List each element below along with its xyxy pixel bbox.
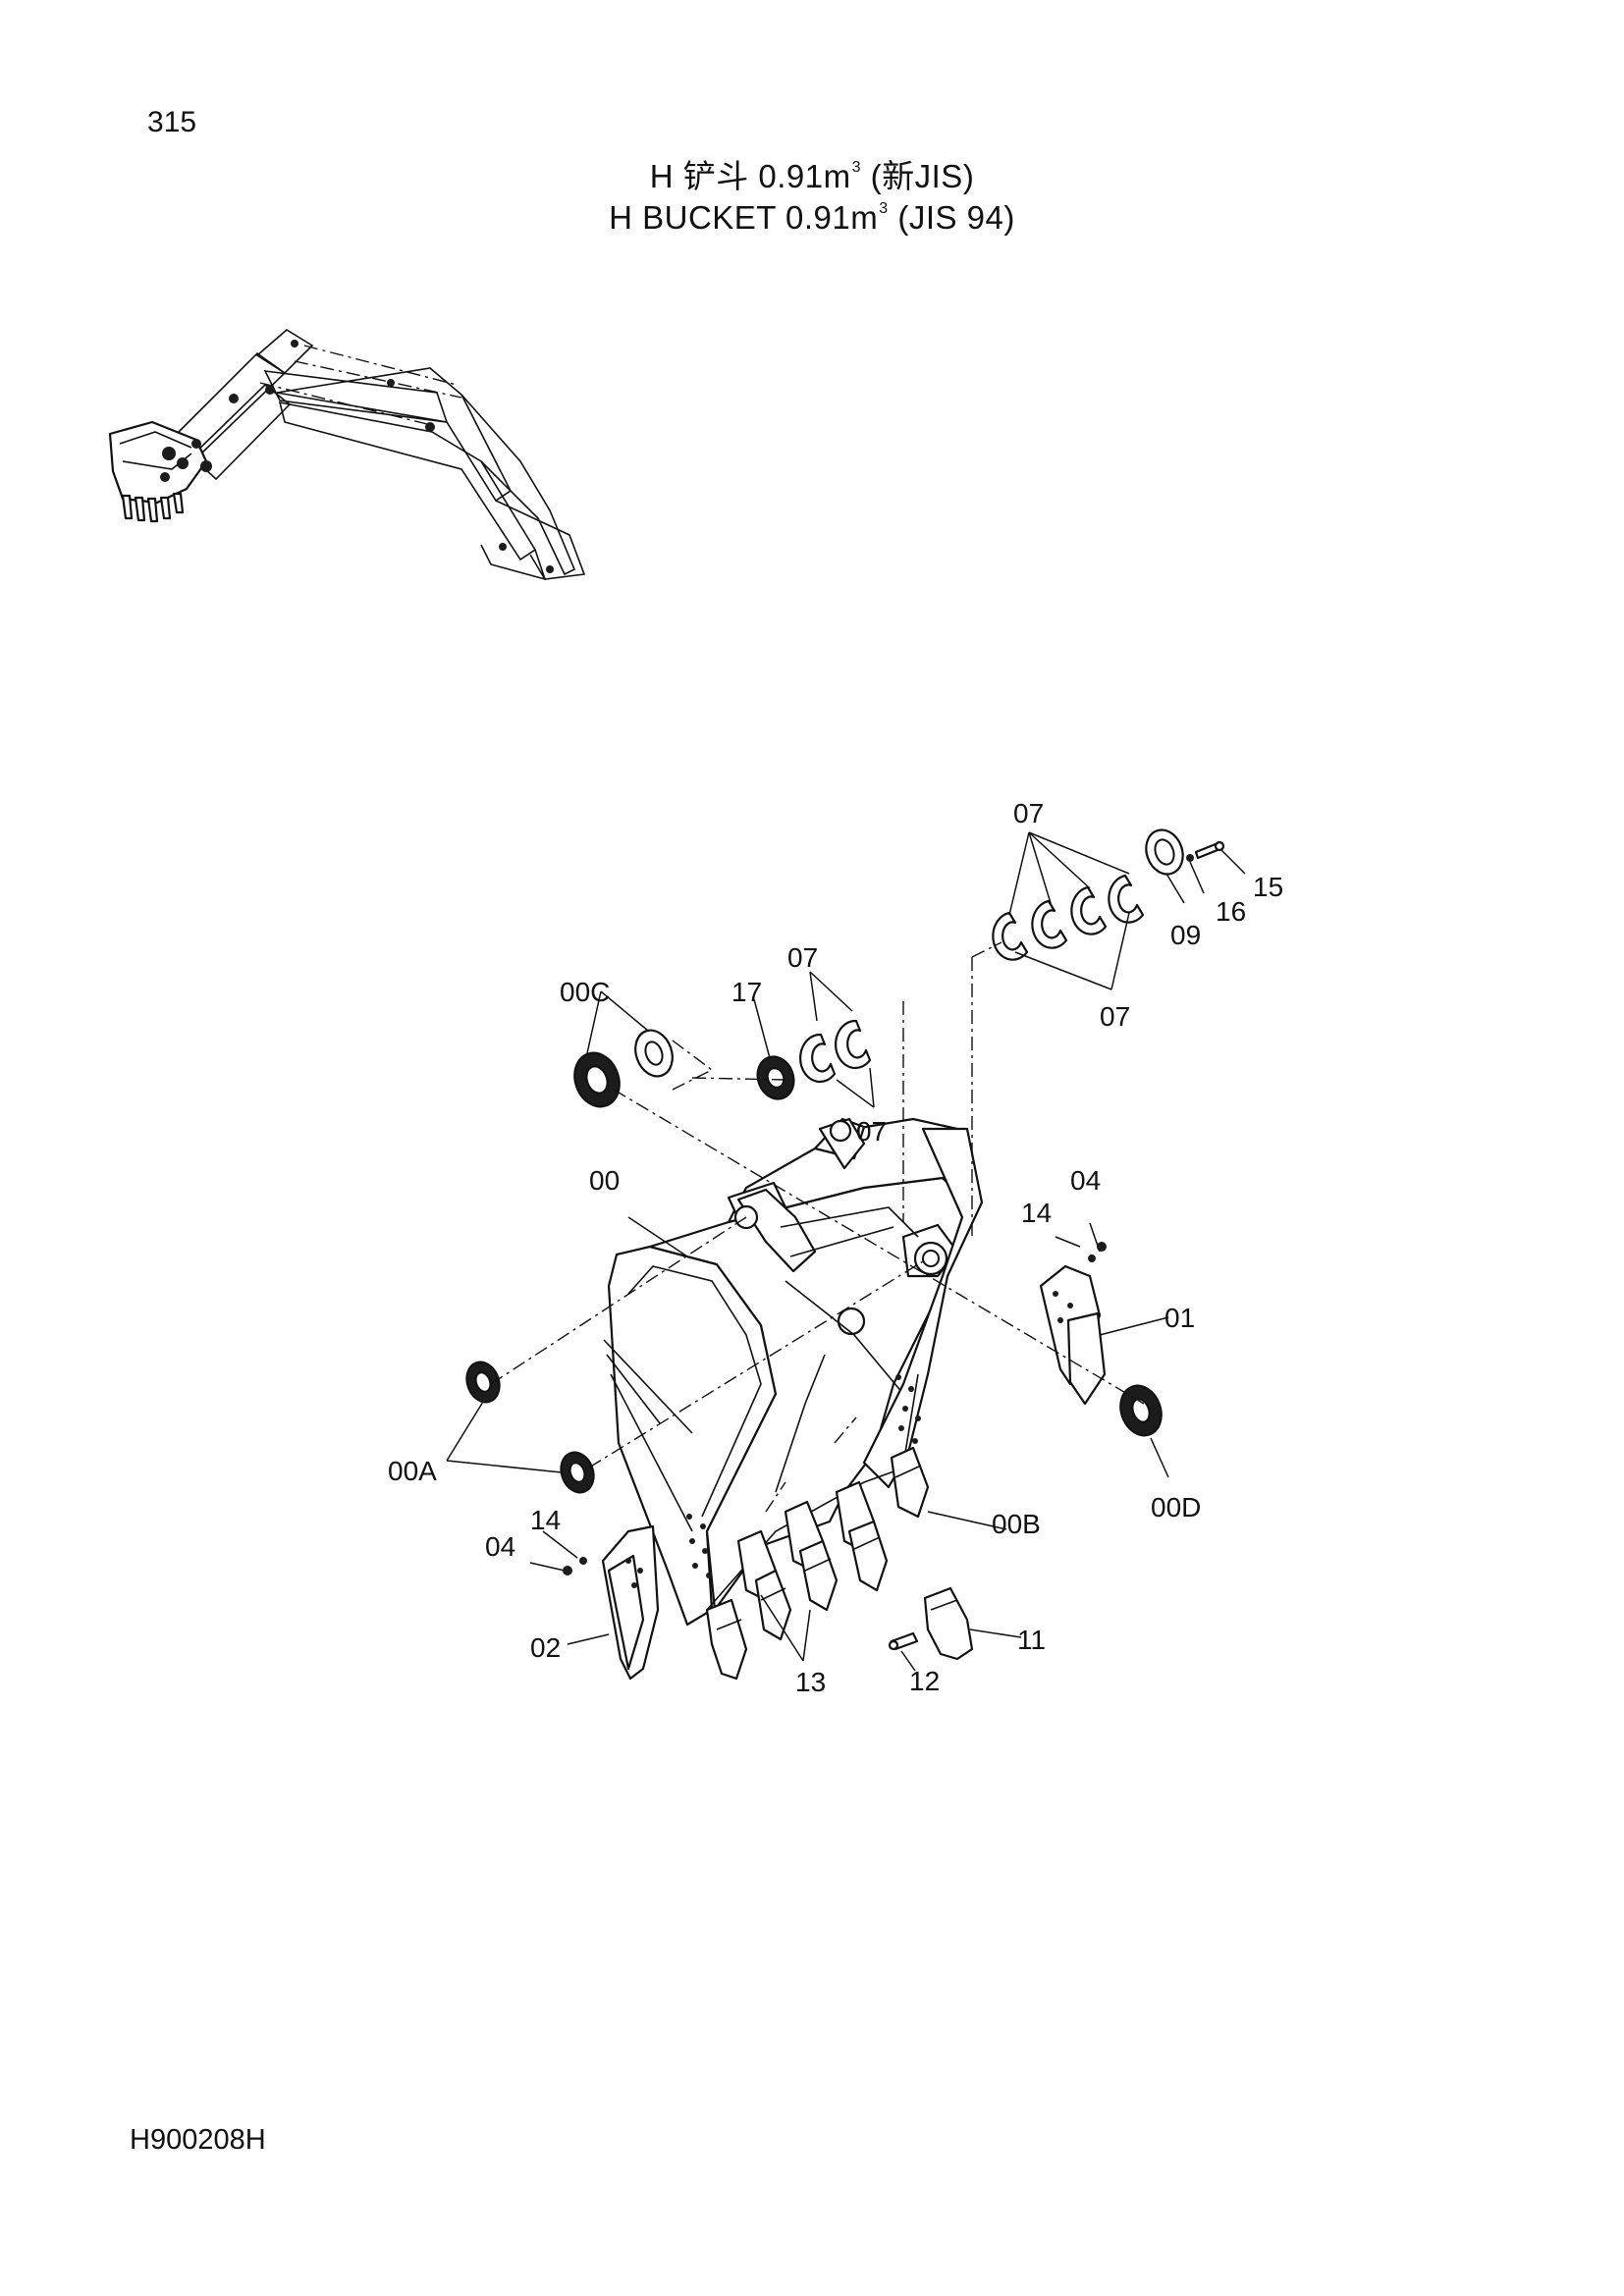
title-chinese: H 铲斗 0.91m3 (新JIS) xyxy=(0,150,1624,197)
callout-17: 17 xyxy=(731,977,762,1007)
seal-00C-front xyxy=(573,1051,621,1108)
callout-00B: 00B xyxy=(992,1509,1041,1539)
title-english-superscript: 3 xyxy=(879,200,889,217)
centre-lines xyxy=(490,941,1145,1468)
shims-07-upper xyxy=(992,874,1145,961)
callout-00A: 00A xyxy=(388,1456,437,1486)
callout-13: 13 xyxy=(795,1667,826,1697)
nut-04-right xyxy=(1097,1242,1107,1252)
callout-07-top: 07 xyxy=(1013,798,1044,828)
callout-04-left: 04 xyxy=(485,1531,515,1562)
nut-04-left xyxy=(563,1566,572,1575)
callout-02: 02 xyxy=(530,1632,561,1663)
bolt-15 xyxy=(1194,840,1225,860)
side-cutter-left xyxy=(601,1524,660,1681)
title-english-standard: (JIS 94) xyxy=(888,199,1015,236)
seal-17 xyxy=(756,1055,795,1100)
seal-00C-rear xyxy=(634,1029,674,1078)
callout-14-right: 14 xyxy=(1021,1198,1052,1228)
title-english-main: H BUCKET 0.91m xyxy=(609,199,879,236)
title-chinese-superscript: 3 xyxy=(851,159,861,176)
callout-00C: 00C xyxy=(560,977,610,1007)
washer-16 xyxy=(1186,854,1194,862)
bucket-body xyxy=(603,1117,984,1627)
callout-16: 16 xyxy=(1216,896,1246,927)
pin-12 xyxy=(888,1631,919,1651)
title-chinese-main: H 铲斗 0.91m xyxy=(649,158,851,194)
drawing-code: H900208H xyxy=(130,2124,266,2156)
callout-09: 09 xyxy=(1170,920,1201,950)
callout-01: 01 xyxy=(1164,1303,1195,1333)
callout-14-left: 14 xyxy=(530,1505,561,1535)
washer-14-left xyxy=(579,1557,587,1565)
callout-00: 00 xyxy=(589,1165,620,1196)
title-english: H BUCKET 0.91m3 (JIS 94) xyxy=(0,199,1624,237)
title-chinese-standard: (新JIS) xyxy=(860,158,975,194)
washer-14-right xyxy=(1088,1255,1096,1262)
bucket-teeth xyxy=(705,1446,930,1681)
callout-15: 15 xyxy=(1253,872,1283,902)
plate-09 xyxy=(1145,828,1184,876)
callout-12: 12 xyxy=(909,1666,940,1696)
shims-07-middle xyxy=(799,1019,872,1084)
leader-lines xyxy=(446,831,1246,1672)
side-cutter-right xyxy=(1039,1264,1107,1406)
tooth-11 xyxy=(923,1586,974,1661)
callout-07-mid-bottom: 07 xyxy=(856,1116,887,1147)
callout-04-right: 04 xyxy=(1070,1165,1101,1196)
callout-00D: 00D xyxy=(1151,1492,1201,1522)
seal-00A-upper xyxy=(465,1361,501,1404)
callout-07-right: 07 xyxy=(1100,1001,1130,1032)
excavator-front-thumbnail xyxy=(108,329,586,581)
seal-00D xyxy=(1119,1384,1163,1437)
page-number: 315 xyxy=(147,106,197,138)
callout-11: 11 xyxy=(1017,1625,1046,1655)
callout-07-mid-top: 07 xyxy=(787,942,818,973)
seal-00A-lower xyxy=(560,1451,595,1494)
